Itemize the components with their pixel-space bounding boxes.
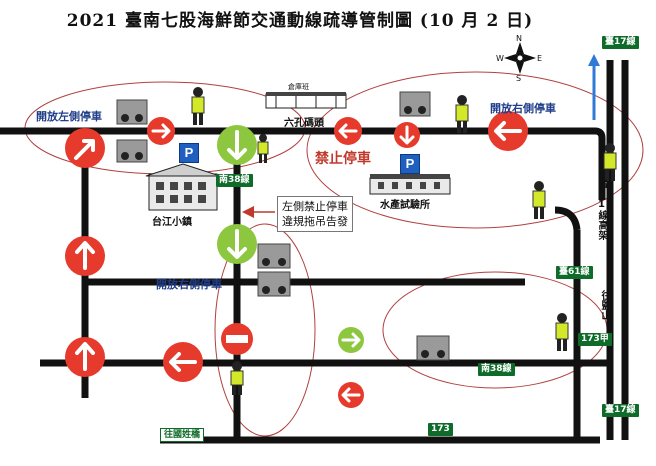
police-officer-icon-2 xyxy=(257,134,269,163)
police-officer-icon-4 xyxy=(603,143,617,181)
northbound-arrow xyxy=(588,54,600,120)
sign-red-left-bottom xyxy=(163,342,203,382)
sign-green-down-top xyxy=(217,125,257,165)
label-aquaculture: 水產試驗所 xyxy=(380,200,430,211)
sign-green-right-small xyxy=(338,327,364,353)
sign-red-up-west-low xyxy=(65,337,105,377)
motorcycle-photo-1 xyxy=(116,99,148,125)
route-17-bottom: 臺17線 xyxy=(602,404,639,417)
callout-line-2: 違規拖吊告發 xyxy=(282,215,348,228)
sign-red-diagonal-upright xyxy=(65,128,105,168)
route-173: 173 xyxy=(428,423,453,436)
compass-s: S xyxy=(516,74,522,83)
sign-red-left-small xyxy=(338,382,364,408)
police-officer-icon-3 xyxy=(455,95,469,133)
label-to-yanshan: 往鹽山 xyxy=(599,290,610,320)
label-to-guoxing: 往國姓橋 xyxy=(160,428,205,442)
label-market-sign: 倉庫班 xyxy=(288,83,309,91)
sign-red-right-top xyxy=(147,117,175,145)
police-officer-icon-7 xyxy=(555,313,569,351)
compass-icon xyxy=(504,42,536,74)
callout-line-1: 左側禁止停車 xyxy=(282,200,348,213)
motorcycle-photo-4 xyxy=(257,243,291,269)
label-wharf: 六孔碼頭 xyxy=(284,118,324,129)
sign-red-up-west-mid xyxy=(65,236,105,276)
label-highway-61: 台61線高架 xyxy=(596,178,607,240)
label-open-right-parking-mid: 開放右側停車 xyxy=(156,278,222,291)
route-61: 臺61線 xyxy=(556,266,593,279)
label-school: 台江小鎮 xyxy=(152,217,192,228)
motorcycle-photo-6 xyxy=(416,335,450,361)
route-south38-top: 南38線 xyxy=(216,174,253,187)
police-officer-icon-6 xyxy=(230,361,244,395)
police-officer-icon-1 xyxy=(191,87,205,125)
compass-n: N xyxy=(516,34,522,43)
parking-sign-east: P xyxy=(400,154,420,174)
motorcycle-photo-2 xyxy=(116,139,148,163)
route-173a: 173甲 xyxy=(578,333,612,346)
road-ramp xyxy=(554,206,581,231)
parking-sign-west: P xyxy=(179,143,199,163)
motorcycle-photo-5 xyxy=(257,271,291,297)
no-parking-callout: 左側禁止停車 違規拖吊告發 xyxy=(277,196,353,232)
building-school xyxy=(145,163,221,211)
route-17-top: 臺17線 xyxy=(602,36,639,49)
building-aquaculture xyxy=(369,174,451,195)
label-no-parking: 禁止停車 xyxy=(315,151,371,167)
road-top-horizontal xyxy=(0,127,606,200)
zone-outline-east xyxy=(306,71,644,229)
route-south38-bottom: 南38線 xyxy=(478,363,515,376)
compass-w: W xyxy=(496,54,504,63)
sign-red-left-east xyxy=(488,111,528,151)
building-wharf xyxy=(265,92,347,109)
motorcycle-photo-3 xyxy=(399,91,431,117)
sign-no-entry xyxy=(221,323,253,355)
sign-green-down-mid xyxy=(217,224,257,264)
compass-e: E xyxy=(537,54,543,63)
label-open-left-parking: 開放左側停車 xyxy=(36,110,102,123)
police-officer-icon-5 xyxy=(532,181,546,219)
zone-outline-south xyxy=(214,223,316,437)
label-open-right-parking-top: 開放右側停車 xyxy=(490,102,556,115)
map-title: 2021 臺南七股海鮮節交通動線疏導管制圖 (10 月 2 日) xyxy=(66,11,534,31)
sign-red-left-wharf xyxy=(334,117,362,145)
sign-red-down-aquaculture xyxy=(394,122,420,148)
